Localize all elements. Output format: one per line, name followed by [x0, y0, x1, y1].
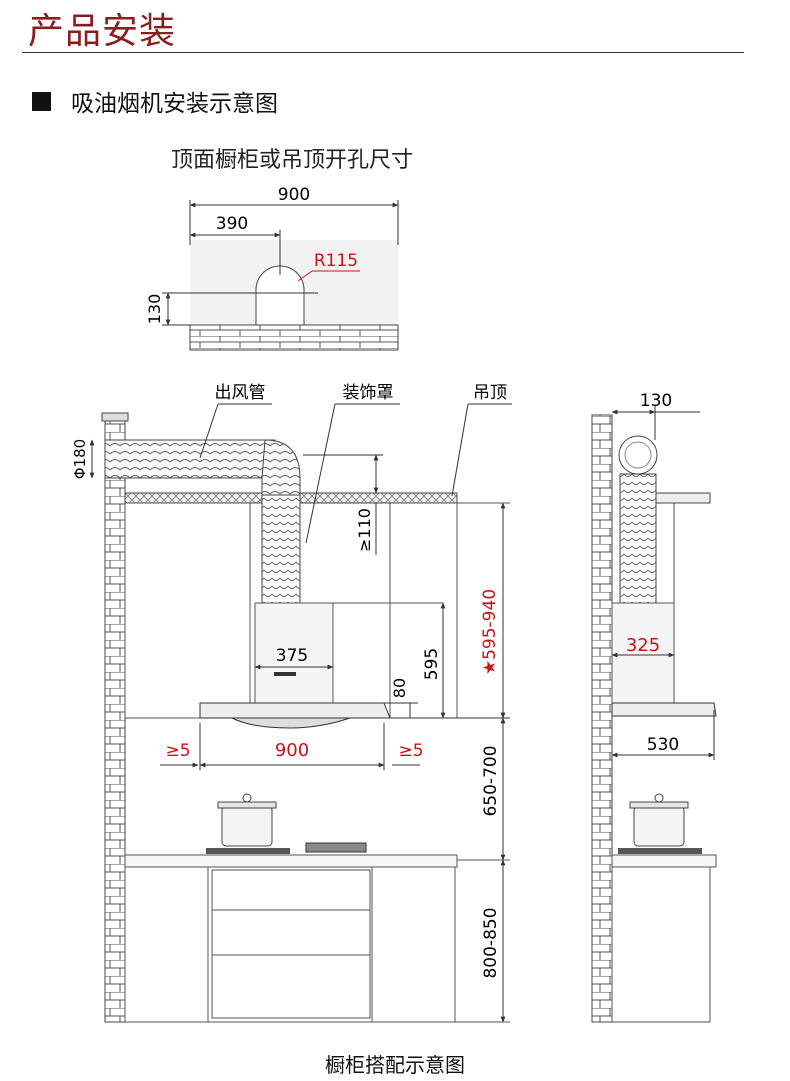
hood-depth-label: 530: [647, 735, 679, 755]
duct-label: 出风管: [215, 383, 266, 403]
side-view-diagram: 130 325 530: [591, 391, 717, 1023]
cover-label: 装饰罩: [343, 383, 394, 403]
hood-width-label: 900: [275, 740, 309, 761]
cover-width-label: 375: [276, 646, 308, 666]
square-bullet-icon: [32, 91, 51, 111]
section-title: 吸油烟机安装示意图: [71, 91, 278, 117]
top-height-label: 130: [145, 294, 164, 325]
title-divider: [22, 52, 744, 53]
radius-label: R115: [314, 251, 358, 271]
hood-height-label: 595: [422, 648, 442, 680]
hood-to-stove-label: 650-700: [481, 745, 501, 816]
left-gap-label: ≥5: [165, 741, 190, 761]
diagram-caption: 橱柜搭配示意图: [325, 1053, 465, 1077]
front-view-diagram: 出风管 装饰罩 吊顶 Φ180 ≥110 375 595 80 ★595-940: [71, 383, 512, 1023]
range-height-label: ★595-940: [480, 589, 500, 675]
duct-diameter-label: Φ180: [71, 439, 89, 479]
top-view-cutout: 顶面橱柜或吊顶开孔尺寸 900 390 R115 130: [145, 148, 413, 351]
top-width-label: 900: [278, 185, 310, 205]
counter-height-label: 800-850: [481, 907, 501, 978]
top-offset-label: 390: [216, 214, 248, 234]
right-gap-label: ≥5: [398, 741, 423, 761]
duct-offset-label: 130: [640, 391, 672, 411]
hood-lip-label: 80: [390, 678, 409, 698]
cover-depth-label: 325: [626, 635, 660, 656]
section-heading: 吸油烟机安装示意图: [32, 84, 278, 118]
page-title: 产品安装: [28, 11, 177, 52]
top-view-title: 顶面橱柜或吊顶开孔尺寸: [171, 148, 413, 173]
top-gap-label: ≥110: [355, 508, 374, 552]
ceiling-label: 吊顶: [473, 383, 507, 403]
